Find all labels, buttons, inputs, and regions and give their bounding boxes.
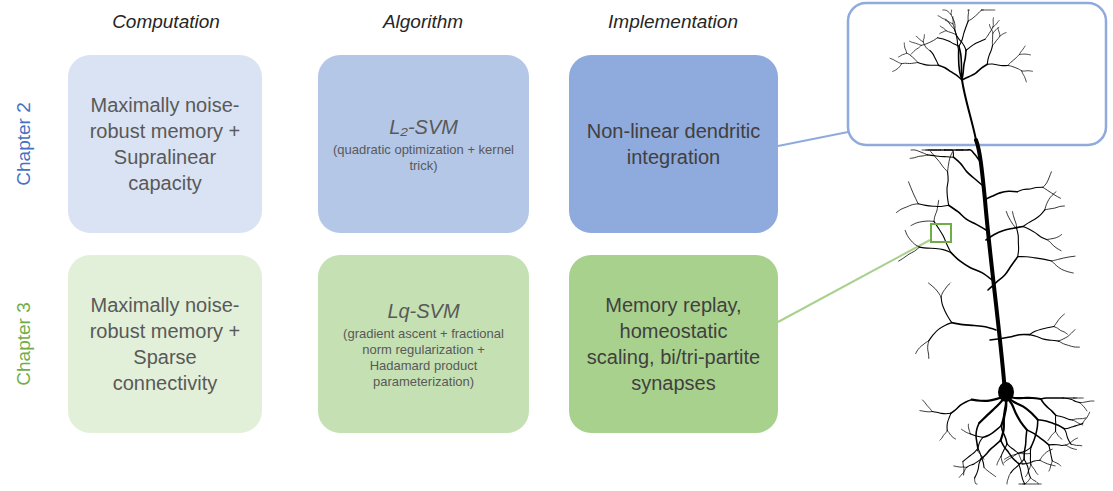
box-text: Lq-SVM <box>387 298 459 324</box>
algorithm-box: Lq-SVM(gradient ascent + fractional norm… <box>318 255 529 433</box>
box-text: L₂-SVM <box>389 114 458 140</box>
box-text: Memory replay, homeostatic scaling, bi/t… <box>583 292 764 396</box>
synapse-marker <box>931 224 951 242</box>
computation-box: Maximally noise-robust memory + Supralin… <box>68 55 262 233</box>
box-text: Maximally noise-robust memory + Sparse c… <box>82 292 248 396</box>
column-header: Algorithm <box>383 11 463 33</box>
implementation-box: Non-linear dendritic integration <box>569 55 778 233</box>
soma <box>998 382 1014 402</box>
row-label: Chapter 3 <box>13 302 35 385</box>
zoom-leader <box>778 132 848 146</box>
box-text: Non-linear dendritic integration <box>583 118 764 170</box>
computation-box: Maximally noise-robust memory + Sparse c… <box>68 255 262 433</box>
column-header: Computation <box>112 11 220 33</box>
neuron-dendrites <box>890 10 1094 484</box>
algorithm-box: L₂-SVM(quadratic optimization + kernel t… <box>318 55 529 233</box>
implementation-box: Memory replay, homeostatic scaling, bi/t… <box>569 255 778 433</box>
box-subtext: (quadratic optimization + kernel trick) <box>332 142 515 175</box>
zoom-leader <box>778 240 930 322</box>
box-subtext: (gradient ascent + fractional norm regul… <box>332 326 515 391</box>
column-header: Implementation <box>608 11 738 33</box>
row-label: Chapter 2 <box>13 102 35 185</box>
zoom-inset <box>848 3 1106 145</box>
box-text: Maximally noise-robust memory + Supralin… <box>82 92 248 196</box>
